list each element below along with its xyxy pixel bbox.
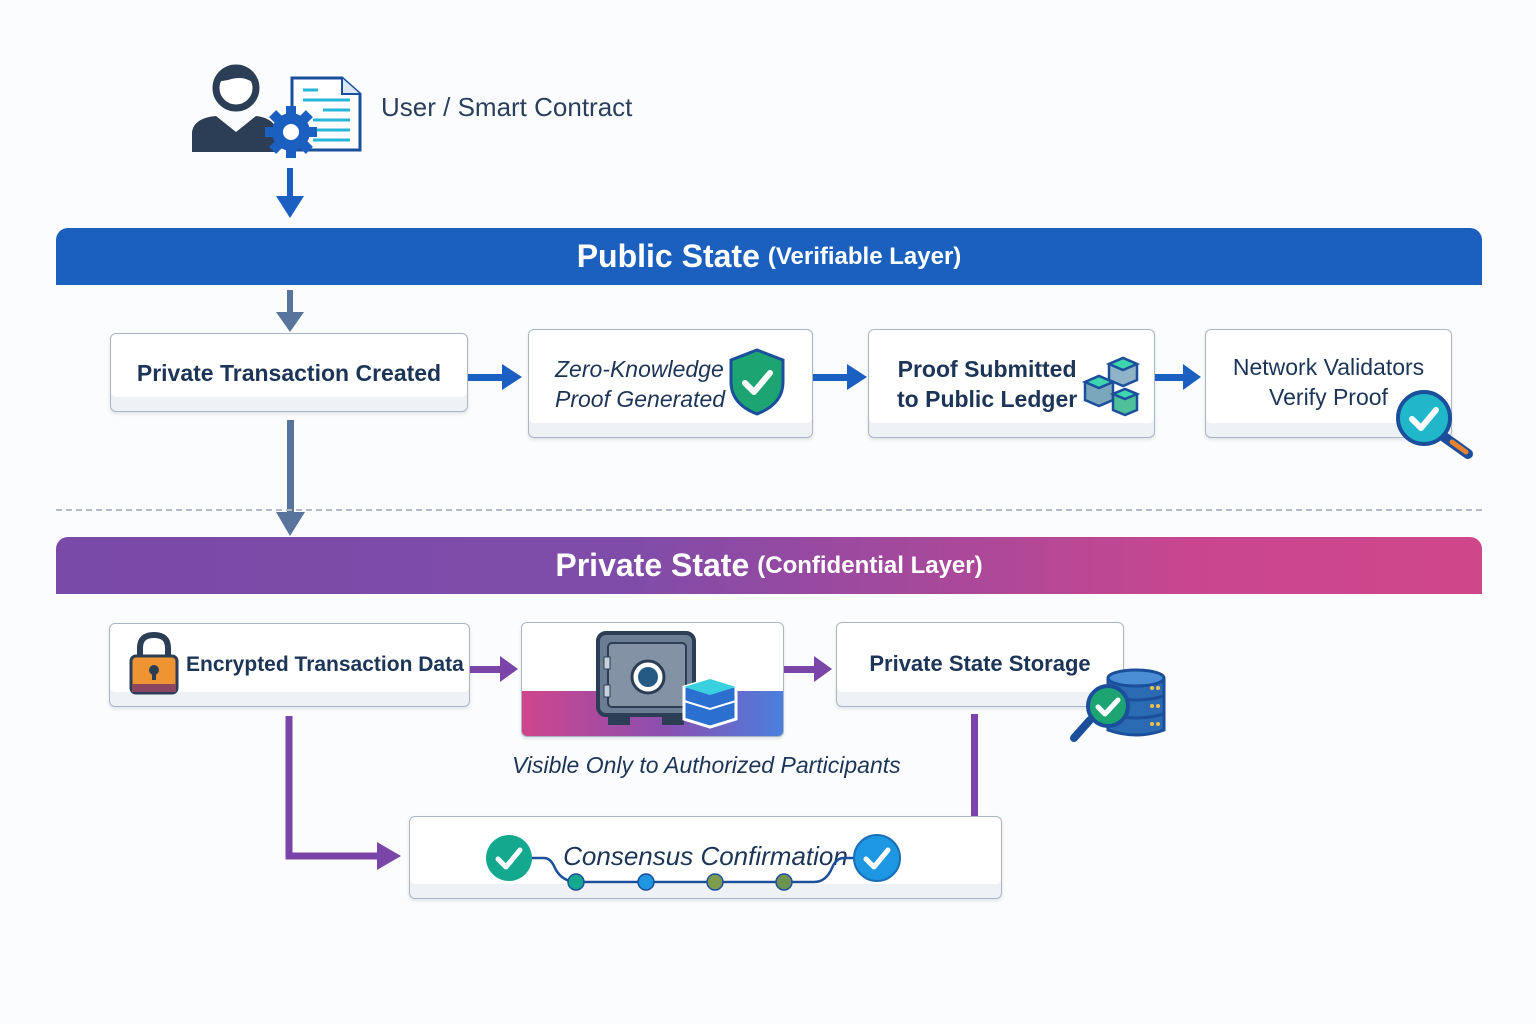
vault-caption: Visible Only to Authorized Participants: [512, 752, 901, 778]
blocks-icon: [1081, 356, 1141, 417]
database-check-icon: [1070, 668, 1166, 742]
user-contract-icon: [192, 64, 362, 158]
step-label-line1: Network Validators: [1232, 354, 1425, 380]
padlock-icon: [129, 631, 179, 695]
arrow-right-private-1: [470, 656, 518, 682]
connector-storage-to-consensus: [971, 714, 978, 818]
step-private-state-storage[interactable]: Private State Storage: [836, 622, 1124, 707]
step-label: Private State Storage: [869, 651, 1091, 676]
step-encrypted-data[interactable]: Encrypted Transaction Data: [109, 623, 470, 707]
step-label-line2: Verify Proof: [1269, 384, 1388, 410]
actor-label: User / Smart Contract: [381, 92, 633, 122]
consensus-node-1: [567, 873, 585, 891]
check-circle-blue-icon: [853, 834, 901, 882]
layer-divider: [56, 509, 1482, 511]
step-proof-submitted[interactable]: Proof Submitted to Public Ledger: [868, 329, 1155, 438]
public-band-subtitle: (Verifiable Layer): [767, 242, 962, 270]
step-label-line1: Zero-Knowledge: [555, 355, 724, 382]
private-state-band: Private State (Confidential Layer): [56, 537, 1482, 594]
step-label-line1: Proof Submitted: [897, 355, 1077, 382]
step-label: Private Transaction Created: [136, 359, 442, 386]
arrow-right-private-2: [784, 656, 832, 682]
arrow-right-3: [1155, 364, 1201, 390]
arrow-down-public: [276, 290, 304, 332]
shield-check-icon: [729, 348, 785, 416]
arrow-down-actor: [276, 168, 304, 218]
step-private-transaction-created[interactable]: Private Transaction Created: [110, 333, 468, 412]
consensus-node-3: [706, 873, 724, 891]
public-state-band: Public State (Verifiable Layer): [56, 228, 1482, 285]
step-label-line2: to Public Ledger: [897, 385, 1078, 412]
private-band-title: Private State: [555, 547, 750, 583]
arrow-right-1: [468, 364, 522, 390]
safe-vault-icon: [596, 631, 738, 729]
private-band-subtitle: (Confidential Layer): [757, 551, 983, 579]
connector-encrypted-to-consensus: [285, 716, 401, 870]
magnifier-check-icon: [1396, 390, 1473, 459]
consensus-node-4: [775, 873, 793, 891]
public-band-title: Public State: [576, 238, 760, 274]
step-label-line2: Proof Generated: [555, 385, 726, 412]
check-circle-teal-icon: [486, 835, 532, 881]
step-authorized-vault[interactable]: [521, 622, 784, 737]
consensus-label: Consensus Confirmation: [563, 841, 848, 871]
consensus-node-2: [637, 873, 655, 891]
step-label: Encrypted Transaction Data: [186, 653, 464, 676]
arrow-right-2: [813, 364, 867, 390]
consensus-chain: [486, 834, 901, 891]
arrow-down-to-private: [276, 420, 305, 536]
step-zk-proof-generated[interactable]: Zero-Knowledge Proof Generated: [528, 329, 813, 438]
